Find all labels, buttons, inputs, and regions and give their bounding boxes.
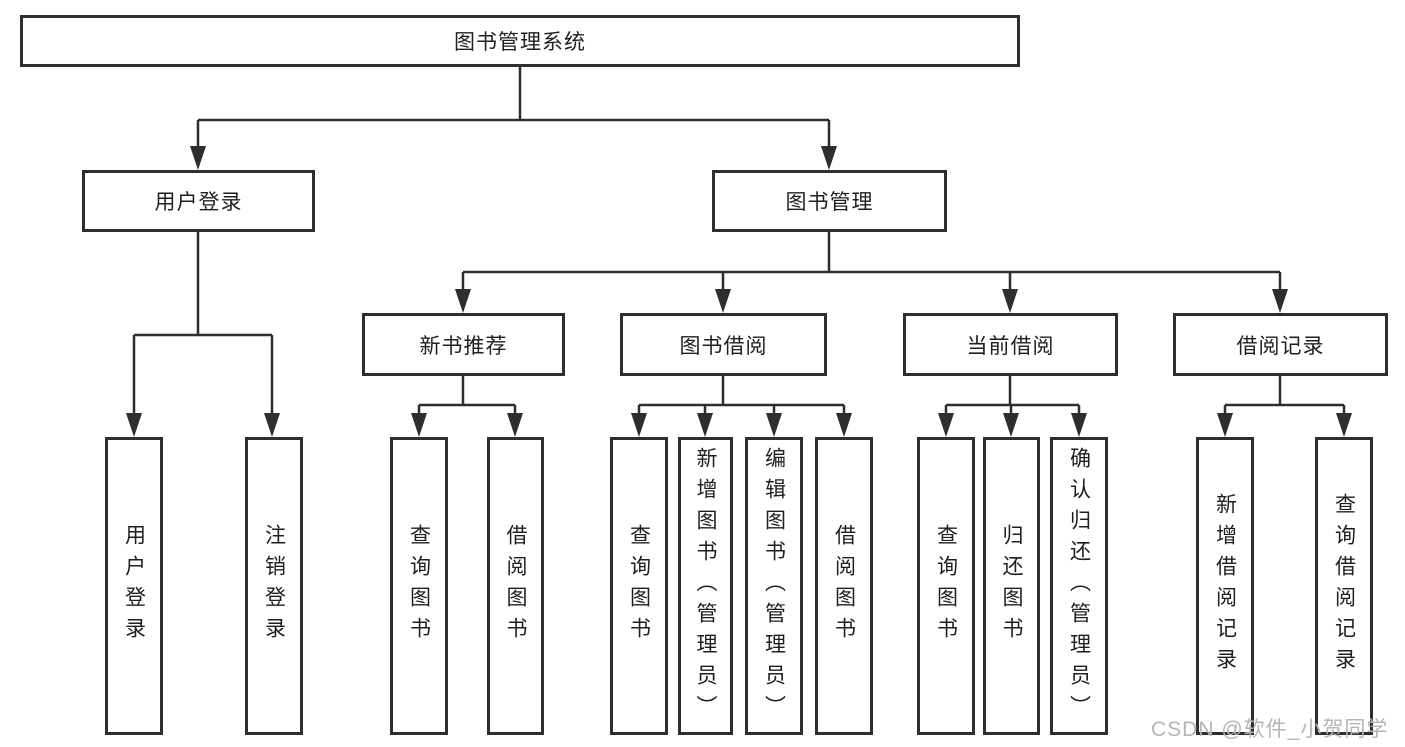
leaf-label: 注销登录 (262, 524, 286, 648)
leaf-borrow-books-recommend: 借阅图书 (487, 437, 544, 735)
leaf-add-borrow-record: 新增借阅记录 (1196, 437, 1254, 735)
node-current-borrow: 当前借阅 (903, 313, 1118, 376)
leaf-label: 查询图书 (407, 524, 431, 648)
leaf-label: 借阅图书 (504, 524, 527, 648)
leaf-logout: 注销登录 (245, 437, 303, 735)
leaf-query-books-recommend: 查询图书 (390, 437, 448, 735)
leaf-label: 新增借阅记录 (1213, 493, 1237, 679)
leaf-confirm-return-admin: 确认归还（管理员） (1050, 437, 1108, 735)
leaf-label: 查询借阅记录 (1332, 493, 1356, 679)
node-borrow-records: 借阅记录 (1173, 313, 1388, 376)
leaf-label: 查询图书 (627, 524, 651, 648)
leaf-label: 新增图书（管理员） (694, 446, 717, 726)
node-new-book-recommend: 新书推荐 (362, 313, 565, 376)
leaf-add-books-admin: 新增图书（管理员） (678, 437, 733, 735)
leaf-query-books-current: 查询图书 (917, 437, 975, 735)
node-library-system: 图书管理系统 (20, 15, 1020, 67)
leaf-query-borrow-record: 查询借阅记录 (1315, 437, 1373, 735)
node-book-management: 图书管理 (712, 170, 947, 232)
leaf-edit-books-admin: 编辑图书（管理员） (745, 437, 803, 735)
arrowheads (126, 146, 1352, 437)
leaf-label: 归还图书 (1000, 524, 1023, 648)
csdn-watermark: CSDN @软件_小贺同学 (1151, 718, 1389, 741)
node-user-login: 用户登录 (82, 170, 315, 232)
leaf-label: 确认归还（管理员） (1067, 446, 1091, 726)
leaf-query-books-borrow: 查询图书 (610, 437, 668, 735)
leaf-label: 编辑图书（管理员） (762, 446, 786, 726)
leaf-return-books: 归还图书 (983, 437, 1040, 735)
leaf-label: 用户登录 (122, 524, 146, 648)
leaf-label: 借阅图书 (832, 524, 856, 648)
node-book-borrow: 图书借阅 (620, 313, 827, 376)
leaf-borrow-books: 借阅图书 (815, 437, 873, 735)
leaf-label: 查询图书 (934, 524, 958, 648)
leaf-user-login: 用户登录 (105, 437, 163, 735)
